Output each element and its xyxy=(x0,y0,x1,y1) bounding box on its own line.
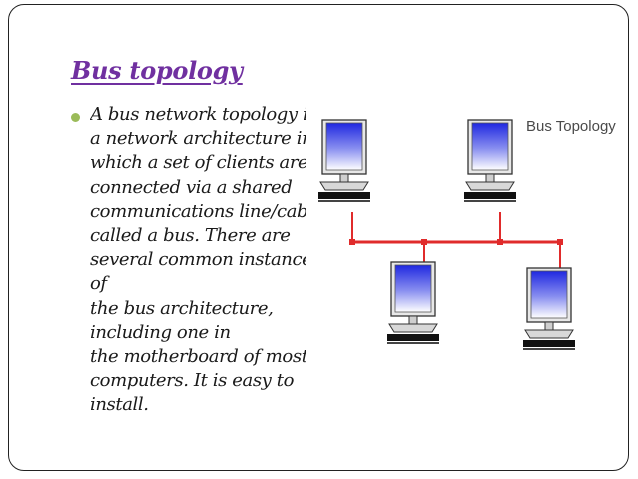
slide-title: Bus topology xyxy=(71,56,243,85)
bullet-text: A bus network topology is a network arch… xyxy=(90,104,306,416)
computer-workstation-icon xyxy=(386,261,440,345)
computer-workstation-icon xyxy=(522,267,576,351)
diagram-label: Bus Topology xyxy=(526,118,616,135)
bus-node-4 xyxy=(557,239,563,245)
bullet-marker xyxy=(71,113,80,122)
bullet-text-box: A bus network topology is a network arch… xyxy=(90,103,306,443)
bus-topology-diagram: Bus Topology xyxy=(317,118,616,351)
computer-workstation-icon xyxy=(463,119,517,203)
bus-node-3 xyxy=(497,239,503,245)
slide-frame xyxy=(8,4,629,471)
computer-workstation-icon xyxy=(317,119,371,203)
bus-node-1 xyxy=(349,239,355,245)
bus-node-2 xyxy=(421,239,427,245)
